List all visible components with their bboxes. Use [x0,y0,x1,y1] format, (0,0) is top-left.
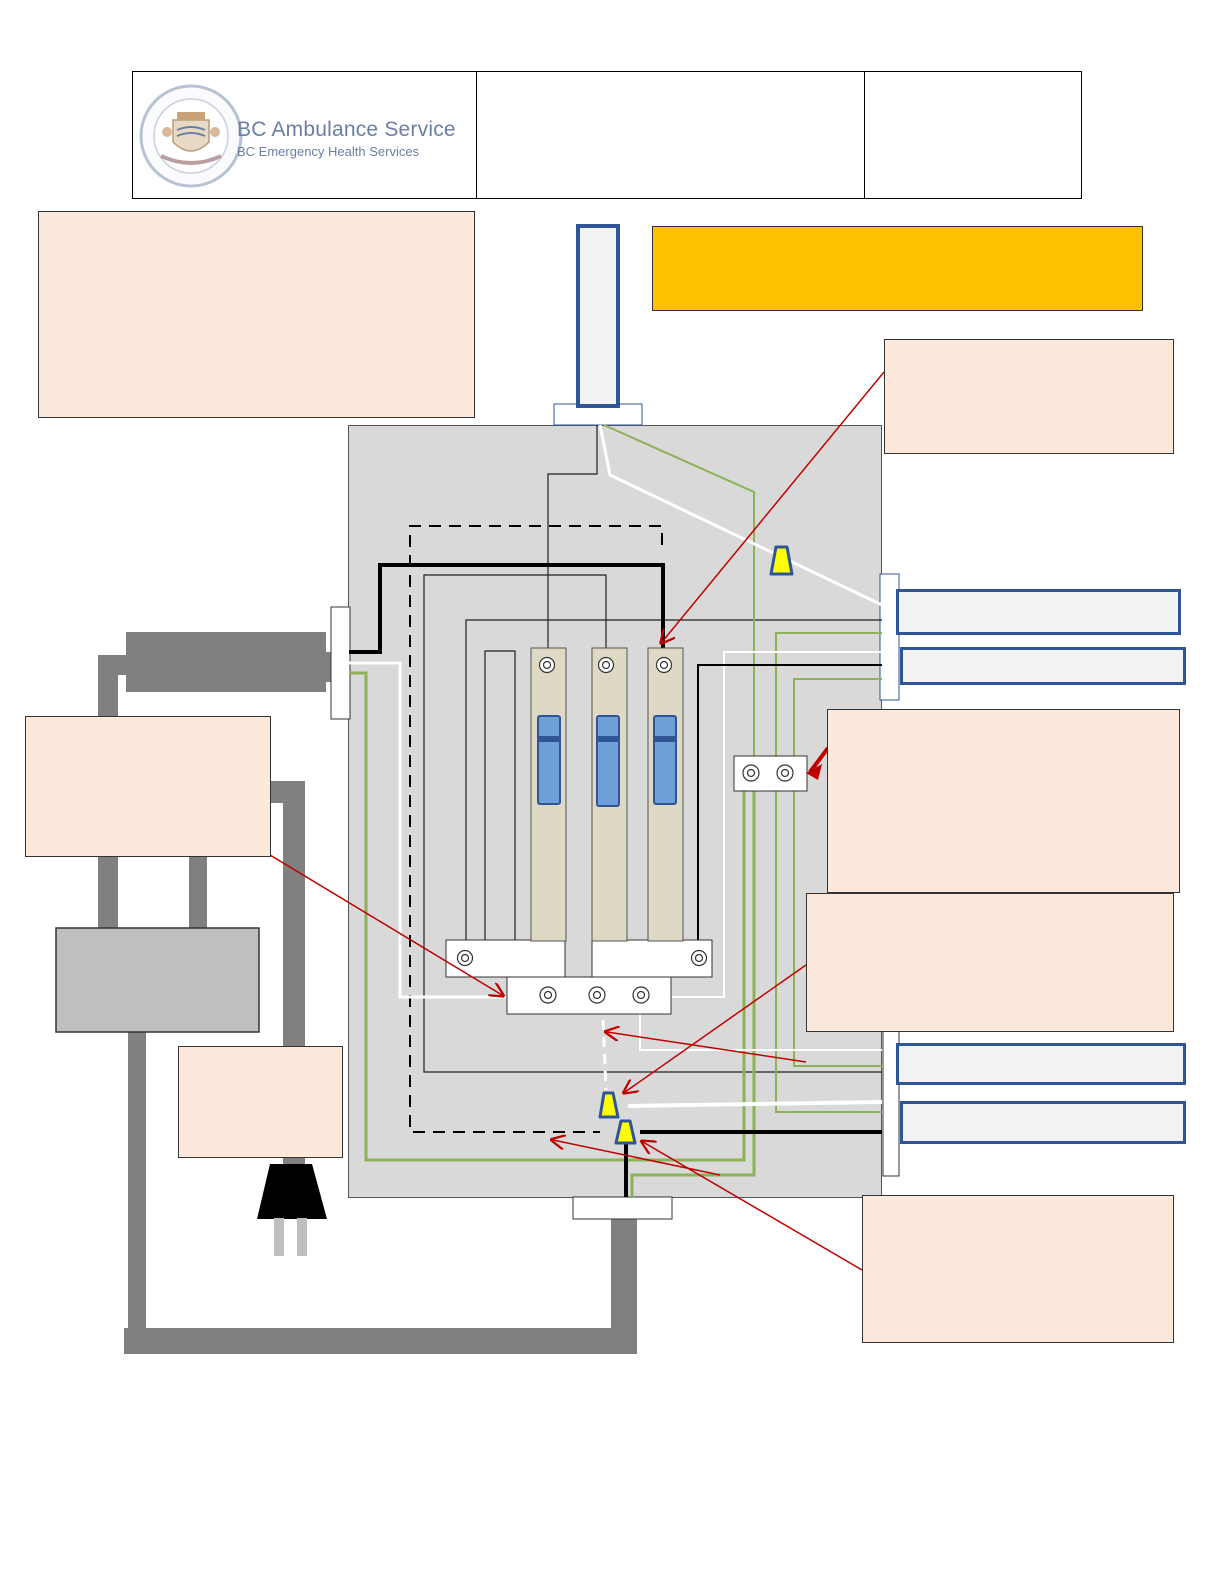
appliance-cord-body [126,632,326,692]
crest-seal-icon [139,84,243,188]
bonding-arrow [808,746,830,774]
service-mast [576,224,620,408]
note-box-left [25,716,271,857]
dashed-enclosure [409,525,663,1133]
bottom-connector [572,1196,673,1220]
terminal-screw-icon [456,656,794,1004]
cable-label-4 [900,1101,1186,1144]
callout-arrows [269,371,885,1271]
right-connector-top [879,573,900,701]
cable-label-2 [900,647,1186,685]
note-box-bottom-right [862,1195,1174,1343]
breakers [530,647,684,942]
org-subname: BC Emergency Health Services [237,144,420,159]
cable-label-3 [896,1043,1186,1085]
left-connector [330,606,351,720]
ground-wires [349,424,882,1197]
plug-icon [257,1164,327,1256]
hot-wires [349,563,882,1197]
header-info-cell [864,71,1082,199]
note-box-bonding [827,709,1180,893]
header-logo-cell: BC Ambulance Service BC Emergency Health… [132,71,477,199]
junction-box [55,927,260,1033]
note-box-plug [178,1046,343,1158]
warning-box [652,226,1143,311]
cable-label-1 [896,589,1181,635]
note-box-top-left [38,211,475,418]
org-name: BC Ambulance Service [237,118,456,141]
wire-nut-icon [598,545,794,1145]
inner-frame-lines [423,425,882,1073]
neutral-wires [349,424,883,1108]
note-box-middle-right [806,893,1174,1032]
header-title-cell [476,71,865,199]
note-box-top-right [884,339,1174,454]
